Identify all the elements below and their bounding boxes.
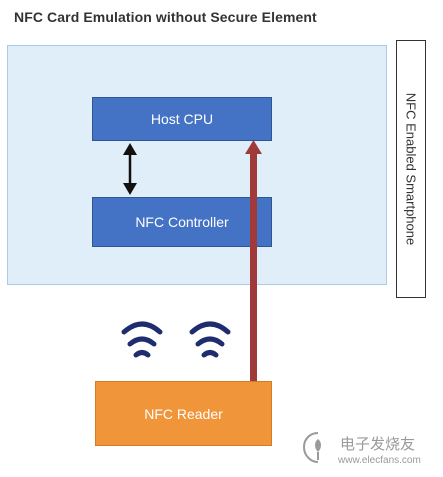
host-cpu-block: Host CPU: [92, 97, 272, 141]
nfc-reader-label: NFC Reader: [144, 405, 223, 422]
host-cpu-label: Host CPU: [150, 111, 214, 127]
double-arrow-icon: [123, 143, 137, 195]
nfc-controller-block: NFC Controller: [92, 197, 272, 247]
elecfans-logo-icon: [302, 432, 321, 463]
watermark-url: www.elecfans.com: [338, 455, 421, 466]
wireless-waves-icon: [121, 321, 163, 358]
up-arrow-icon: [245, 140, 262, 382]
nfc-controller-label: NFC Controller: [135, 214, 229, 230]
wireless-waves-icon: [189, 321, 231, 358]
diagram-title: NFC Card Emulation without Secure Elemen…: [14, 9, 317, 25]
watermark-brand: 电子发烧友: [340, 436, 416, 453]
nfc-reader-block: NFC Reader: [95, 381, 272, 446]
smartphone-label-box: NFC Enabled Smartphone: [396, 40, 426, 298]
